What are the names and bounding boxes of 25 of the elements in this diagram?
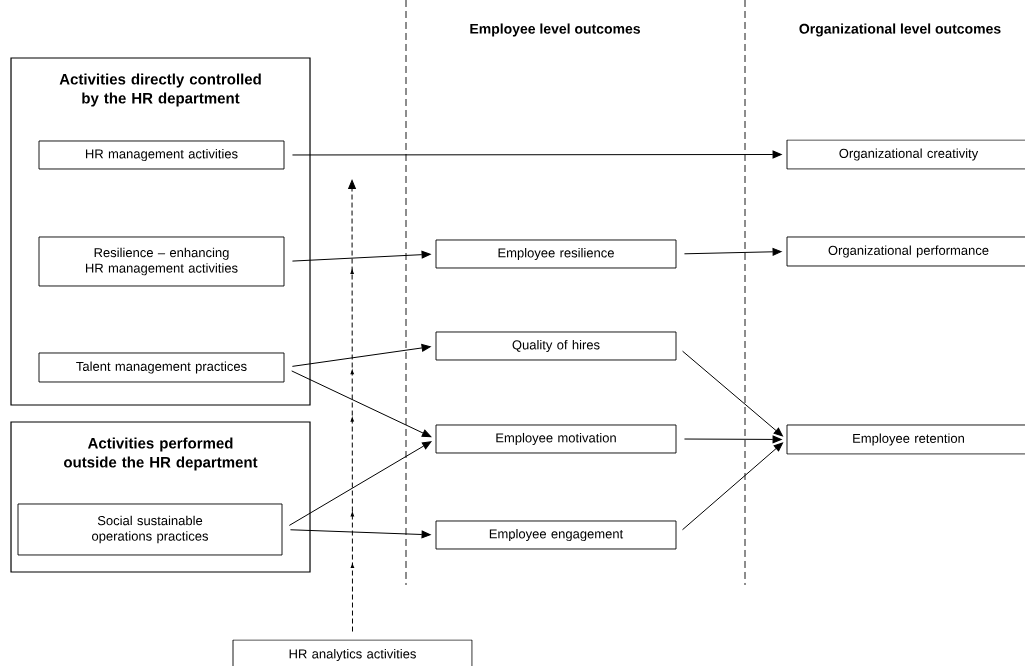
process-box: Organizational performance <box>786 236 1025 267</box>
process-box: Organizational creativity <box>786 139 1025 170</box>
arrow <box>291 150 782 159</box>
arrow <box>291 370 432 438</box>
column-heading: Organizational level outcomes <box>799 23 1001 37</box>
arrow <box>348 179 356 633</box>
arrow <box>682 350 783 437</box>
arrow <box>288 441 432 526</box>
process-box: HR management activities <box>38 140 285 170</box>
arrow <box>291 344 431 367</box>
process-box: Social sustainable operations practices <box>17 503 283 556</box>
process-box: Talent management practices <box>38 352 285 383</box>
process-box: HR analytics activities <box>232 639 473 666</box>
arrow <box>682 442 783 531</box>
process-box: Resilience – enhancing HR management activities <box>38 236 285 287</box>
process-box: Employee retention <box>786 424 1025 455</box>
process-box: Employee resilience <box>435 239 677 269</box>
arrow <box>291 250 431 262</box>
arrow <box>683 247 782 256</box>
process-box: Quality of hires <box>435 331 677 361</box>
column-heading: Employee level outcomes <box>470 23 640 37</box>
process-box: Employee engagement <box>435 520 677 550</box>
arrow <box>289 529 431 539</box>
arrow <box>683 435 782 444</box>
process-box: Employee motivation <box>435 424 677 454</box>
